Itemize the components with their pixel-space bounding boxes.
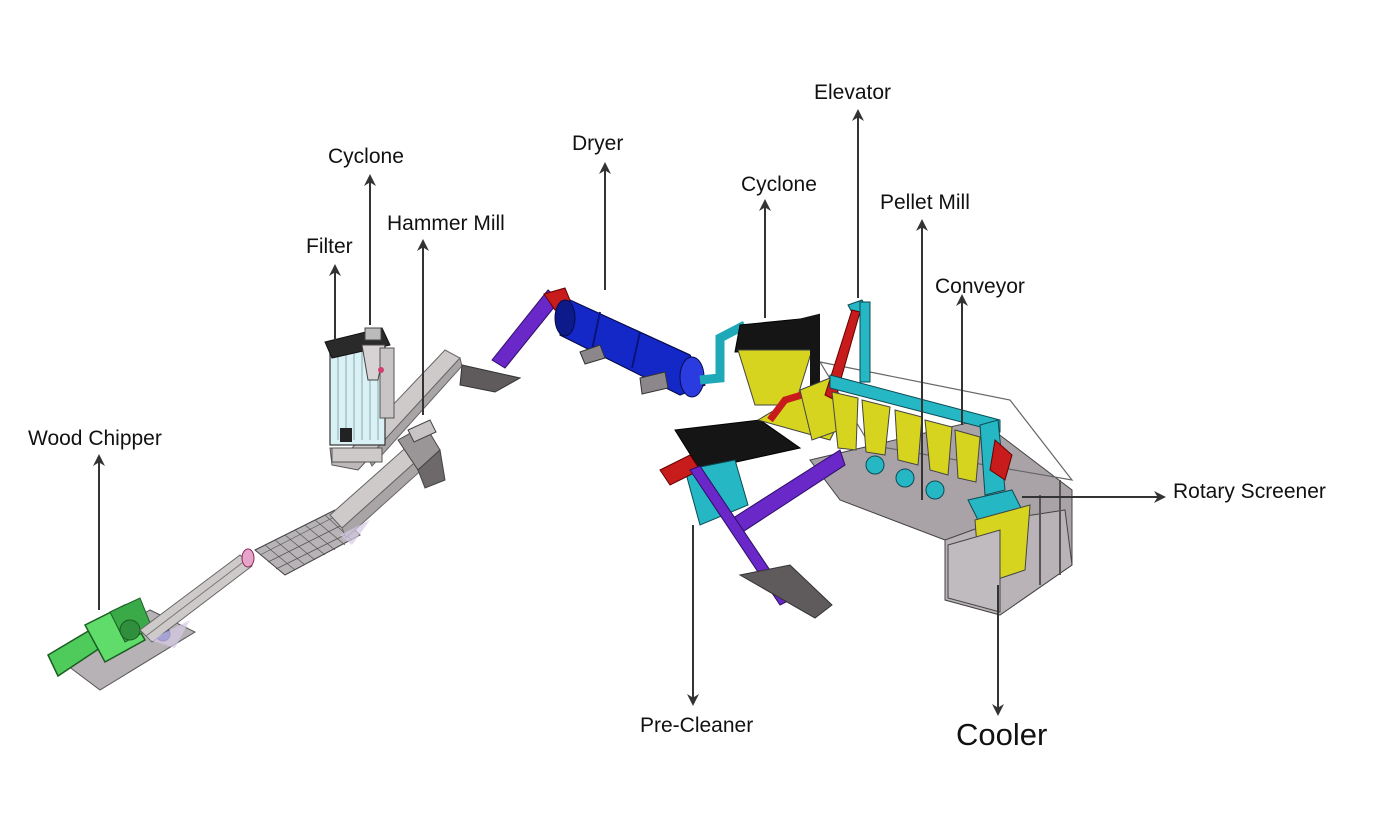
- pre-cleaner-duct: [689, 449, 846, 619]
- left-cyclone-machine: [361, 327, 395, 419]
- dryer-outlet-pipe: [699, 321, 748, 385]
- label-cooler: Cooler: [956, 717, 1048, 752]
- dryer-inlet-duct: [459, 287, 573, 393]
- label-rotary-screener: Rotary Screener: [1173, 480, 1326, 503]
- label-cyclone-right: Cyclone: [741, 173, 817, 196]
- cooler-machine: [947, 419, 1031, 613]
- rotary-dryer-machine: [554, 299, 706, 398]
- infeed-conveyor: [139, 548, 255, 648]
- hammer-mill-conveyor: [329, 434, 437, 545]
- pellet-mill-row: [829, 374, 1001, 500]
- label-wood-chipper: Wood Chipper: [28, 427, 162, 450]
- label-pellet-mill: Pellet Mill: [880, 191, 970, 214]
- right-cyclone-machine: [734, 313, 820, 406]
- pre-cleaner-machine: [659, 377, 841, 526]
- label-hammer-mill: Hammer Mill: [387, 212, 505, 235]
- label-elevator: Elevator: [814, 81, 892, 104]
- label-cyclone-left: Cyclone: [328, 145, 404, 168]
- label-conveyor: Conveyor: [935, 275, 1025, 298]
- label-dryer: Dryer: [572, 132, 624, 155]
- label-pre-cleaner: Pre-Cleaner: [640, 714, 754, 737]
- hammer-mill-machine: [397, 419, 446, 489]
- label-filter: Filter: [306, 235, 353, 258]
